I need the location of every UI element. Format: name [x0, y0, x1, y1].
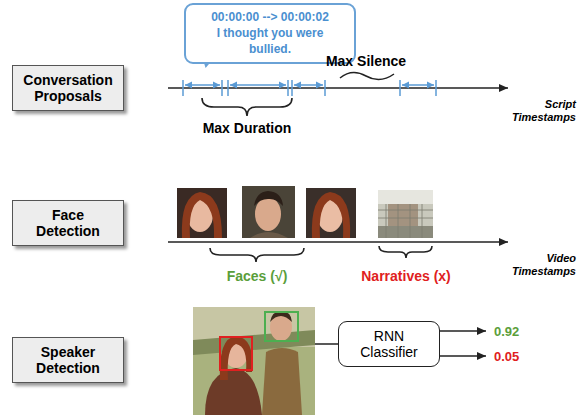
score-value: 0.92 [494, 324, 519, 339]
segment-arrows [185, 84, 434, 86]
node-text: 00:00:00 --> 00:00:02 [196, 9, 344, 25]
stage-box: Conversation Proposals [12, 65, 124, 111]
node-text: Speaker Detection [19, 344, 117, 376]
node-text: I thought you were bullied. [196, 25, 344, 57]
speaker-scene [193, 307, 315, 415]
face-thumb [306, 188, 356, 238]
face-thumb [242, 186, 295, 238]
gap-label: Max Silence [326, 53, 406, 69]
stage-box: Speaker Detection [12, 337, 124, 383]
faces-label: Faces (√) [227, 268, 288, 284]
output-arrow [440, 330, 486, 332]
output-arrow [440, 355, 486, 357]
node-text: Conversation Proposals [19, 72, 117, 104]
face-thumb [177, 188, 227, 238]
segment-ticks [183, 80, 436, 96]
axis-label: Script Timestamps [502, 98, 576, 124]
duration-label: Max Duration [203, 120, 292, 136]
narrative-thumb [378, 190, 433, 238]
input-line [315, 343, 338, 345]
faces-brace [210, 248, 304, 262]
script-axis [168, 87, 508, 89]
narratives-brace [379, 246, 432, 258]
node-text: Face Detection [19, 207, 117, 239]
axis-label: Video Timestamps [502, 252, 576, 278]
silence-brace [340, 72, 394, 79]
node-text: RNN Classifier [347, 328, 431, 360]
duration-brace [202, 98, 292, 116]
narratives-label: Narratives (x) [361, 268, 451, 284]
video-axis [168, 241, 508, 243]
score-value: 0.05 [494, 349, 519, 364]
stage-box: Face Detection [12, 200, 124, 246]
classifier-box: RNN Classifier [338, 321, 440, 367]
